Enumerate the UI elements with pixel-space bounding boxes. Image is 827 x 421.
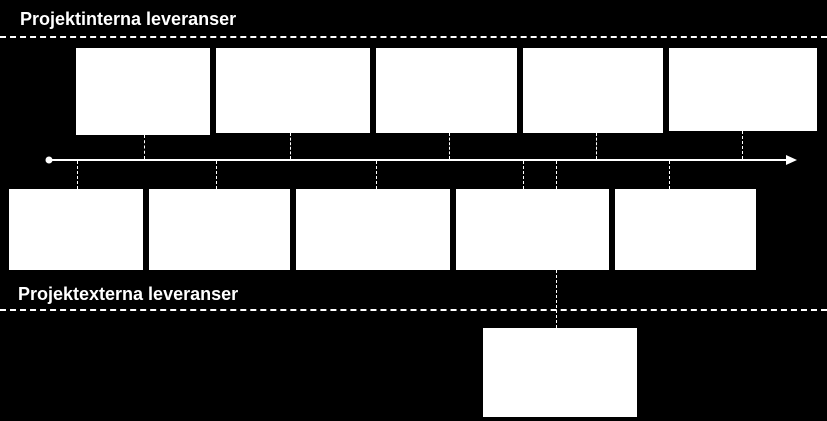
internal-deliverables-heading: Projektinterna leveranser <box>20 9 237 29</box>
external-deliverables-heading: Projektexterna leveranser <box>18 284 239 304</box>
external-connector-5 <box>556 161 557 189</box>
internal-connector-1 <box>144 135 145 159</box>
internal-connector-4 <box>596 133 597 159</box>
internal-deliverable-box-1 <box>76 48 210 135</box>
internal-connector-2 <box>290 133 291 159</box>
external-connector-7 <box>556 270 557 328</box>
internal-deliverable-box-4 <box>523 48 663 133</box>
external-deliverable-box-1 <box>9 189 143 270</box>
external-connector-6 <box>669 161 670 189</box>
external-connector-3 <box>376 161 377 189</box>
external-connector-1 <box>77 161 78 189</box>
internal-connector-3 <box>449 133 450 159</box>
internal-deliverable-box-3 <box>376 48 517 133</box>
timeline-arrowhead <box>786 155 797 165</box>
external-connector-2 <box>216 161 217 189</box>
external-deliverable-box-4 <box>456 189 609 270</box>
external-deliverable-box-6 <box>483 328 637 417</box>
internal-connector-5 <box>742 131 743 159</box>
internal-deliverable-box-5 <box>669 48 817 131</box>
external-deliverable-box-2 <box>149 189 290 270</box>
internal-deliverable-box-2 <box>216 48 370 133</box>
external-deliverable-box-5 <box>615 189 756 270</box>
internal-section-divider <box>0 36 827 38</box>
external-connector-4 <box>523 161 524 189</box>
external-section-divider <box>0 309 827 311</box>
external-deliverable-box-3 <box>296 189 450 270</box>
